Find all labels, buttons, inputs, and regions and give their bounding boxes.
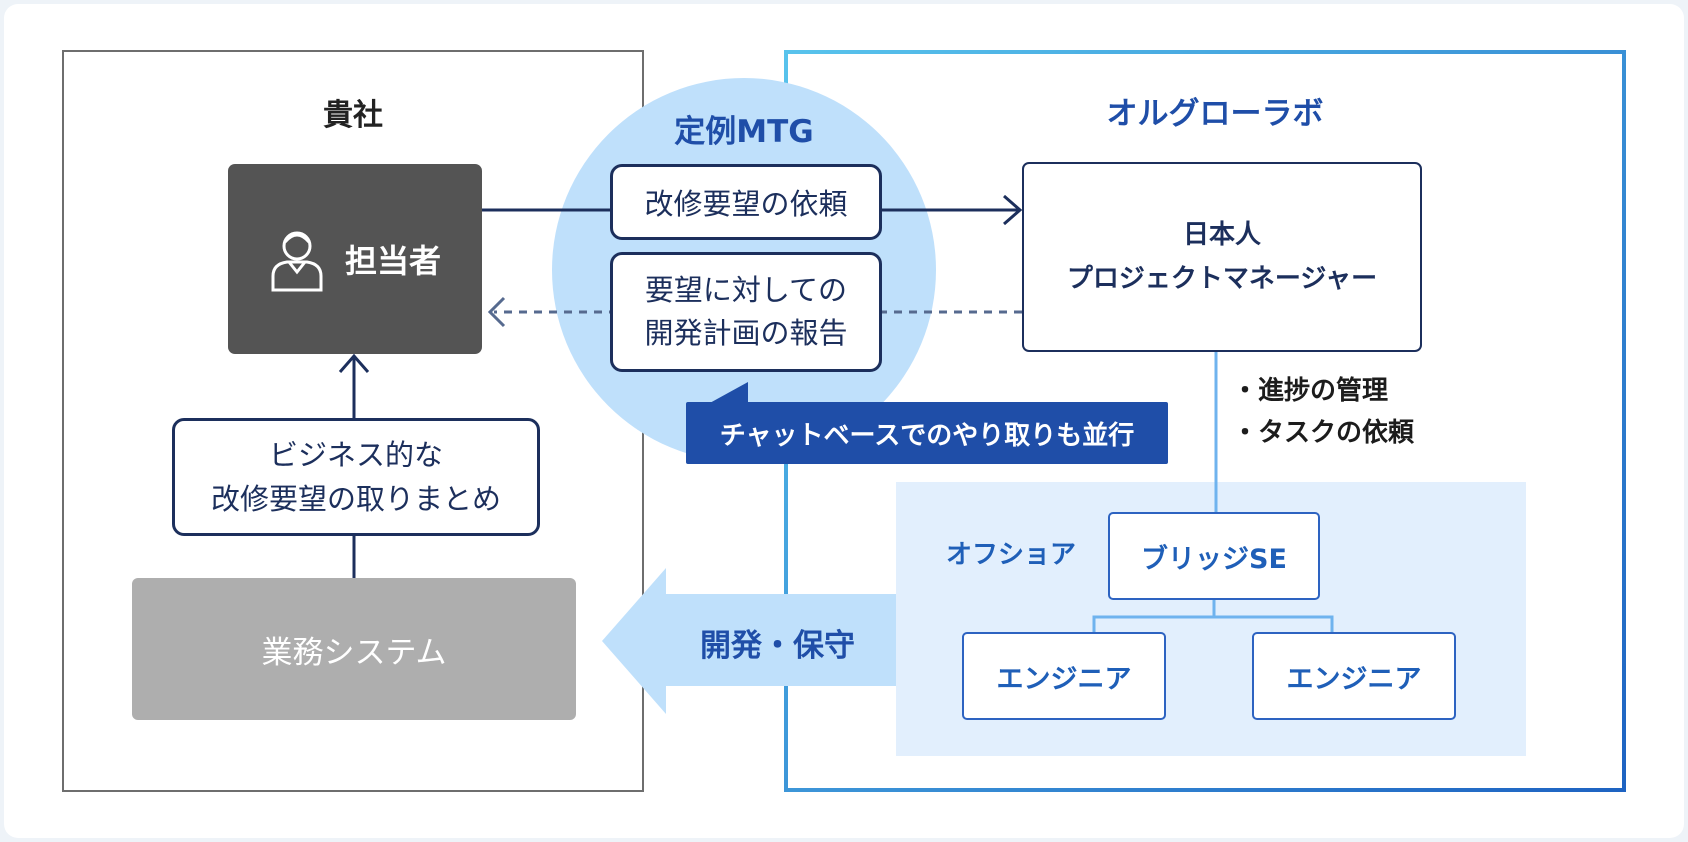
request-box: 改修要望の依頼 <box>610 164 882 240</box>
pm-line1: 日本人 <box>1182 220 1261 250</box>
person-icon <box>271 231 323 292</box>
engineer-label: エンジニア <box>1286 663 1422 695</box>
engineer-box: エンジニア <box>962 632 1166 720</box>
bridge-se-box: ブリッジSE <box>1108 512 1320 600</box>
dev-maintenance-label: 開発・保守 <box>700 628 855 664</box>
task-item: ・タスクの依頼 <box>1232 418 1415 448</box>
chat-band-label: チャットベースでのやり取りも並行 <box>719 420 1135 451</box>
summary-line2: 改修要望の取りまとめ <box>210 482 501 516</box>
dev-arrow <box>602 568 896 714</box>
pm-line2: プロジェクトマネージャー <box>1066 264 1378 294</box>
summary-line1: ビジネス的な <box>268 438 443 472</box>
business-system-box: 業務システム <box>132 578 576 720</box>
request-arrow-head <box>1003 194 1023 226</box>
report-label-line1: 要望に対しての <box>644 273 848 307</box>
offshore-label: オフショア <box>946 540 1077 570</box>
summary-box: ビジネス的な 改修要望の取りまとめ <box>172 418 540 536</box>
chat-band-tail <box>708 382 748 404</box>
bridge-engineer-connector <box>1092 600 1216 632</box>
request-label: 改修要望の依頼 <box>644 187 848 221</box>
chat-band: チャットベースでのやり取りも並行 <box>686 402 1168 464</box>
person-in-charge-box: 担当者 <box>228 164 482 354</box>
engineer-label: エンジニア <box>996 663 1132 695</box>
project-manager-box: 日本人 プロジェクトマネージャー <box>1022 162 1422 352</box>
engineer-box: エンジニア <box>1252 632 1456 720</box>
person-in-charge-label: 担当者 <box>344 242 441 280</box>
business-system-label: 業務システム <box>261 634 447 671</box>
task-list: ・進捗の管理 ・タスクの依頼 <box>1232 370 1414 454</box>
bridge-engineer-connector-2 <box>1214 615 1334 632</box>
report-arrow-head <box>487 296 506 328</box>
lab-title: オルグローラボ <box>1106 96 1324 132</box>
client-title: 貴社 <box>323 98 383 133</box>
meeting-title: 定例MTG <box>674 114 814 150</box>
summary-up-head <box>338 353 370 373</box>
report-box: 要望に対しての 開発計画の報告 <box>610 252 882 372</box>
report-label-line2: 開発計画の報告 <box>644 316 848 350</box>
task-item: ・進捗の管理 <box>1232 376 1389 406</box>
bridge-se-label: ブリッジSE <box>1141 543 1287 575</box>
